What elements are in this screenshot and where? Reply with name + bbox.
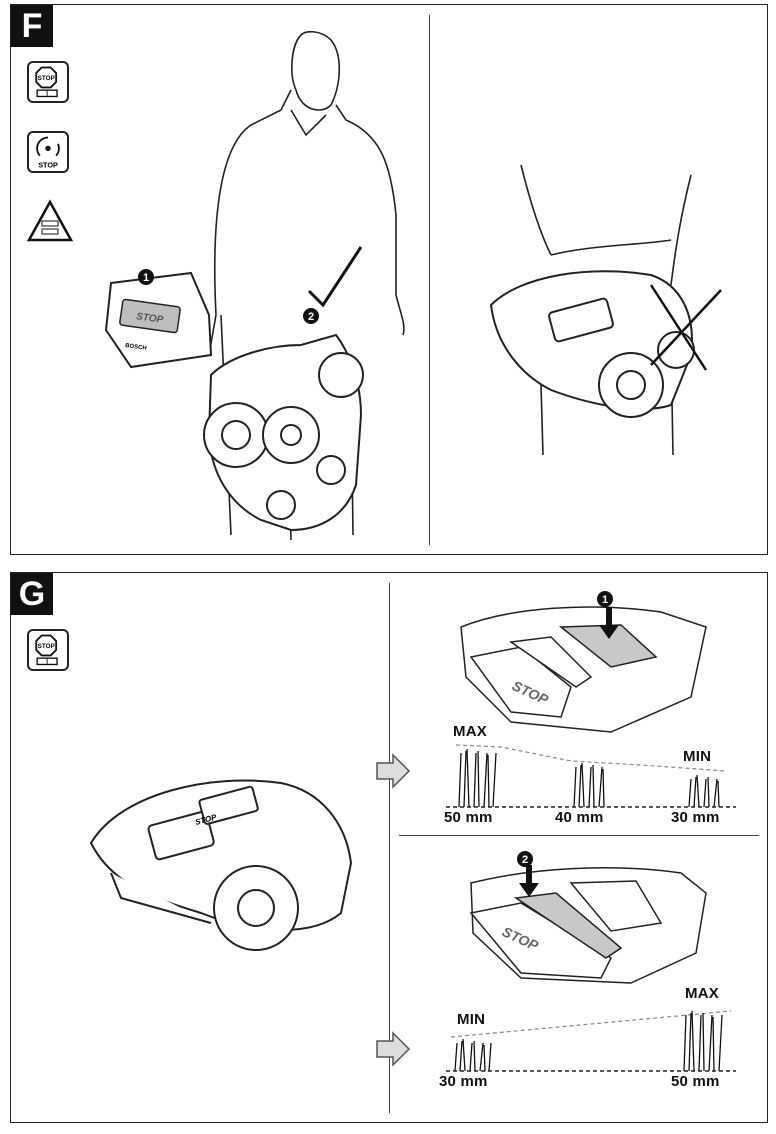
rotating-blades-stop-icon: STOP [27, 131, 69, 173]
step2-grass-heights [446, 1010, 736, 1072]
carrying-mower-illustration: STOP BOSCH 1 2 [104, 30, 405, 541]
check-icon [307, 246, 363, 308]
step2-max-label: MAX [685, 985, 719, 1002]
panel-g-divider [389, 583, 390, 1113]
step2-height-30: 30 mm [439, 1073, 488, 1090]
panel-g-hdivider [399, 835, 759, 836]
step1-height-30: 30 mm [671, 809, 720, 826]
step1-grass-heights [446, 744, 736, 808]
arrow-right-icon [376, 753, 411, 789]
stop-manual-icon: STOP [27, 629, 69, 671]
brand-text: BOSCH [125, 343, 147, 352]
step1-height-knob-illustration: STOP 1 [460, 591, 707, 733]
cross-icon [649, 284, 722, 371]
step2-min-label: MIN [457, 1011, 486, 1028]
stop-key-text: STOP [135, 311, 164, 326]
panel-g-letter: G [11, 573, 53, 615]
panel-f-divider [429, 15, 430, 545]
step1-max-label: MAX [453, 723, 487, 740]
panel-f: F STOP STOP [10, 4, 768, 555]
step2-callout: 2 [522, 854, 528, 866]
warning-manual-icon [26, 199, 74, 243]
svg-text:STOP: STOP [38, 160, 58, 169]
callout-2: 2 [308, 311, 314, 323]
panel-g: G STOP STOP STOP 1 [10, 572, 768, 1123]
svg-text:STOP: STOP [38, 643, 55, 650]
step1-callout: 1 [602, 594, 608, 606]
wrong-carry-illustration [489, 164, 722, 456]
mower-illustration: STOP [89, 779, 353, 951]
svg-text:STOP: STOP [38, 75, 55, 82]
arrow-right-icon [376, 1031, 411, 1067]
stop-manual-icon: STOP [27, 61, 69, 103]
panel-f-letter: F [11, 5, 53, 47]
callout-1: 1 [143, 272, 149, 284]
step1-height-40: 40 mm [555, 809, 604, 826]
step1-height-50: 50 mm [444, 809, 493, 826]
step2-height-knob-illustration: STOP 2 [469, 851, 707, 984]
step2-height-50: 50 mm [671, 1073, 720, 1090]
step1-min-label: MIN [683, 748, 712, 765]
